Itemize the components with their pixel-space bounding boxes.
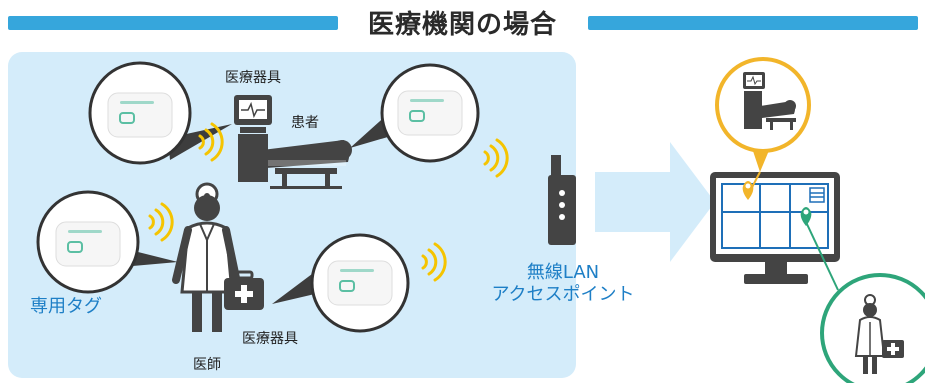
label-wireless-lan-line1: 無線LAN (526, 262, 600, 283)
location-pin-icon (800, 207, 812, 226)
flow-arrow (595, 142, 715, 262)
monitor-icon (710, 172, 840, 284)
tag-icon (327, 260, 393, 306)
tag-icon (397, 90, 463, 136)
wifi-signal-icon (148, 202, 174, 242)
location-pin-icon (742, 181, 754, 200)
label-dedicated-tag: 専用タグ (30, 296, 102, 317)
label-doctor: 医師 (193, 357, 221, 373)
doctor-icon (854, 294, 886, 374)
title-bar-right (588, 16, 918, 30)
label-wireless-lan-line2: アクセスポイント (491, 284, 635, 305)
patient-bed-icon (234, 95, 352, 189)
tag-icon (55, 221, 121, 267)
label-wireless-lan: 無線LAN アクセスポイント (478, 262, 648, 306)
label-patient: 患者 (291, 115, 319, 131)
patient-bubble (715, 57, 811, 153)
label-medical-device-bottom: 医療器具 (242, 331, 298, 347)
access-point-icon (548, 155, 576, 245)
medical-bag-icon (882, 340, 904, 358)
tag-icon (107, 92, 173, 138)
wifi-signal-icon (483, 138, 509, 178)
patient-bed-icon (743, 72, 796, 130)
label-medical-device-top: 医療器具 (225, 70, 281, 86)
wifi-signal-icon (421, 242, 447, 282)
page-title: 医療機関の場合 (0, 0, 925, 50)
medical-bag-icon (224, 270, 264, 310)
title-bar-left (8, 16, 338, 30)
